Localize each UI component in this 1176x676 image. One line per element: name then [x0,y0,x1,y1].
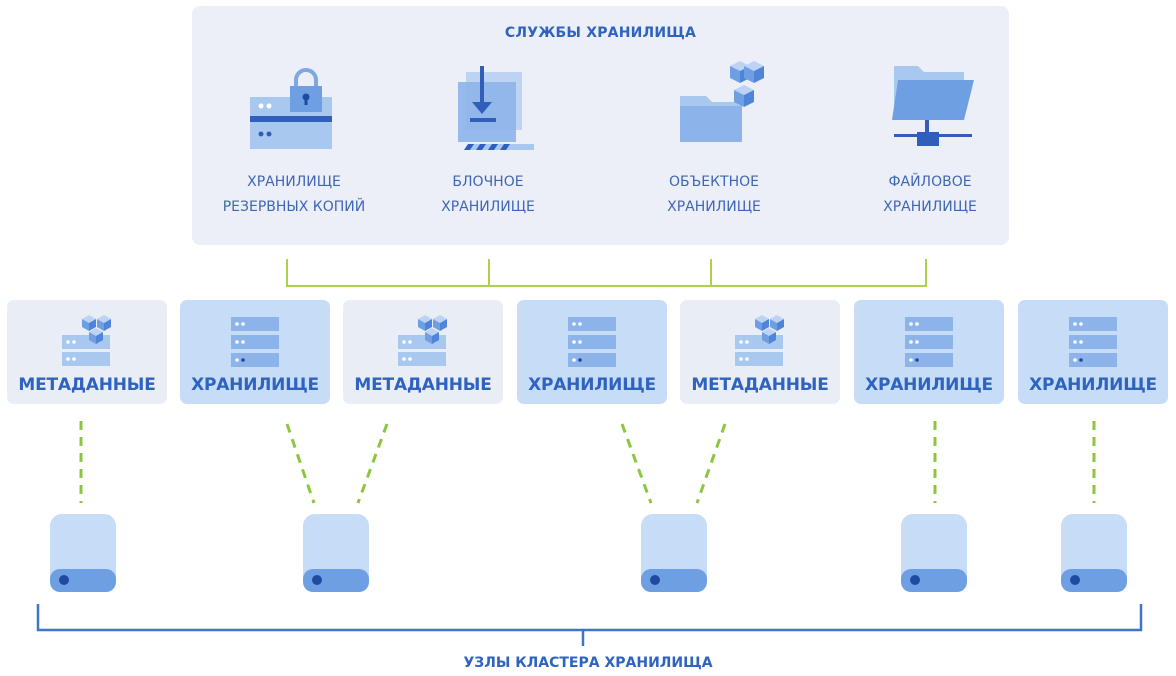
metadata-server-icon [398,315,447,366]
node-label: ХРАНИЛИЩЕ [865,375,993,395]
cluster-label: УЗЛЫ КЛАСТЕРА ХРАНИЛИЩА [463,655,713,671]
storage-server-icon [1069,317,1117,367]
node-label: МЕТАДАННЫЕ [691,375,829,395]
node-card-metadata: МЕТАДАННЫЕ [680,300,840,404]
node-label: МЕТАДАННЫЕ [18,375,156,395]
cluster-bracket [36,604,1143,646]
backup-storage-icon [250,68,332,149]
metadata-server-icon [62,315,111,366]
disk-icon [303,514,369,592]
node-disk-links [79,421,1096,504]
storage-services-panel: СЛУЖБЫ ХРАНИЛИЩА ХРАНИЛИЩЕ РЕЗЕРВНЫХ КОП… [192,6,1009,245]
disk-icon [901,514,967,592]
storage-server-icon [568,317,616,367]
storage-server-icon [905,317,953,367]
disk-icon [641,514,707,592]
object-storage-icon [680,61,764,142]
service-label-object: ОБЪЕКТНОЕ ХРАНИЛИЩЕ [667,174,761,215]
node-card-storage: ХРАНИЛИЩЕ [517,300,667,404]
services-title: СЛУЖБЫ ХРАНИЛИЩА [504,25,697,41]
storage-server-icon [231,317,279,367]
node-card-metadata: МЕТАДАННЫЕ [343,300,503,404]
service-label-file: ФАЙЛОВОЕ ХРАНИЛИЩЕ [883,174,977,215]
node-card-metadata: МЕТАДАННЫЕ [7,300,167,404]
metadata-server-icon [735,315,784,366]
node-label: ХРАНИЛИЩЕ [1029,375,1157,395]
node-card-storage: ХРАНИЛИЩЕ [854,300,1004,404]
disk-icon [1061,514,1127,592]
disk-icon [50,514,116,592]
services-connector [286,259,927,287]
node-label: ХРАНИЛИЩЕ [528,375,656,395]
node-card-storage: ХРАНИЛИЩЕ [1018,300,1168,404]
service-label-block: БЛОЧНОЕ ХРАНИЛИЩЕ [441,174,535,215]
file-storage-icon [892,66,974,146]
node-label: ХРАНИЛИЩЕ [191,375,319,395]
node-label: МЕТАДАННЫЕ [354,375,492,395]
block-storage-icon [458,66,534,150]
node-card-storage: ХРАНИЛИЩЕ [180,300,330,404]
service-label-backup: ХРАНИЛИЩЕ РЕЗЕРВНЫХ КОПИЙ [222,174,366,215]
